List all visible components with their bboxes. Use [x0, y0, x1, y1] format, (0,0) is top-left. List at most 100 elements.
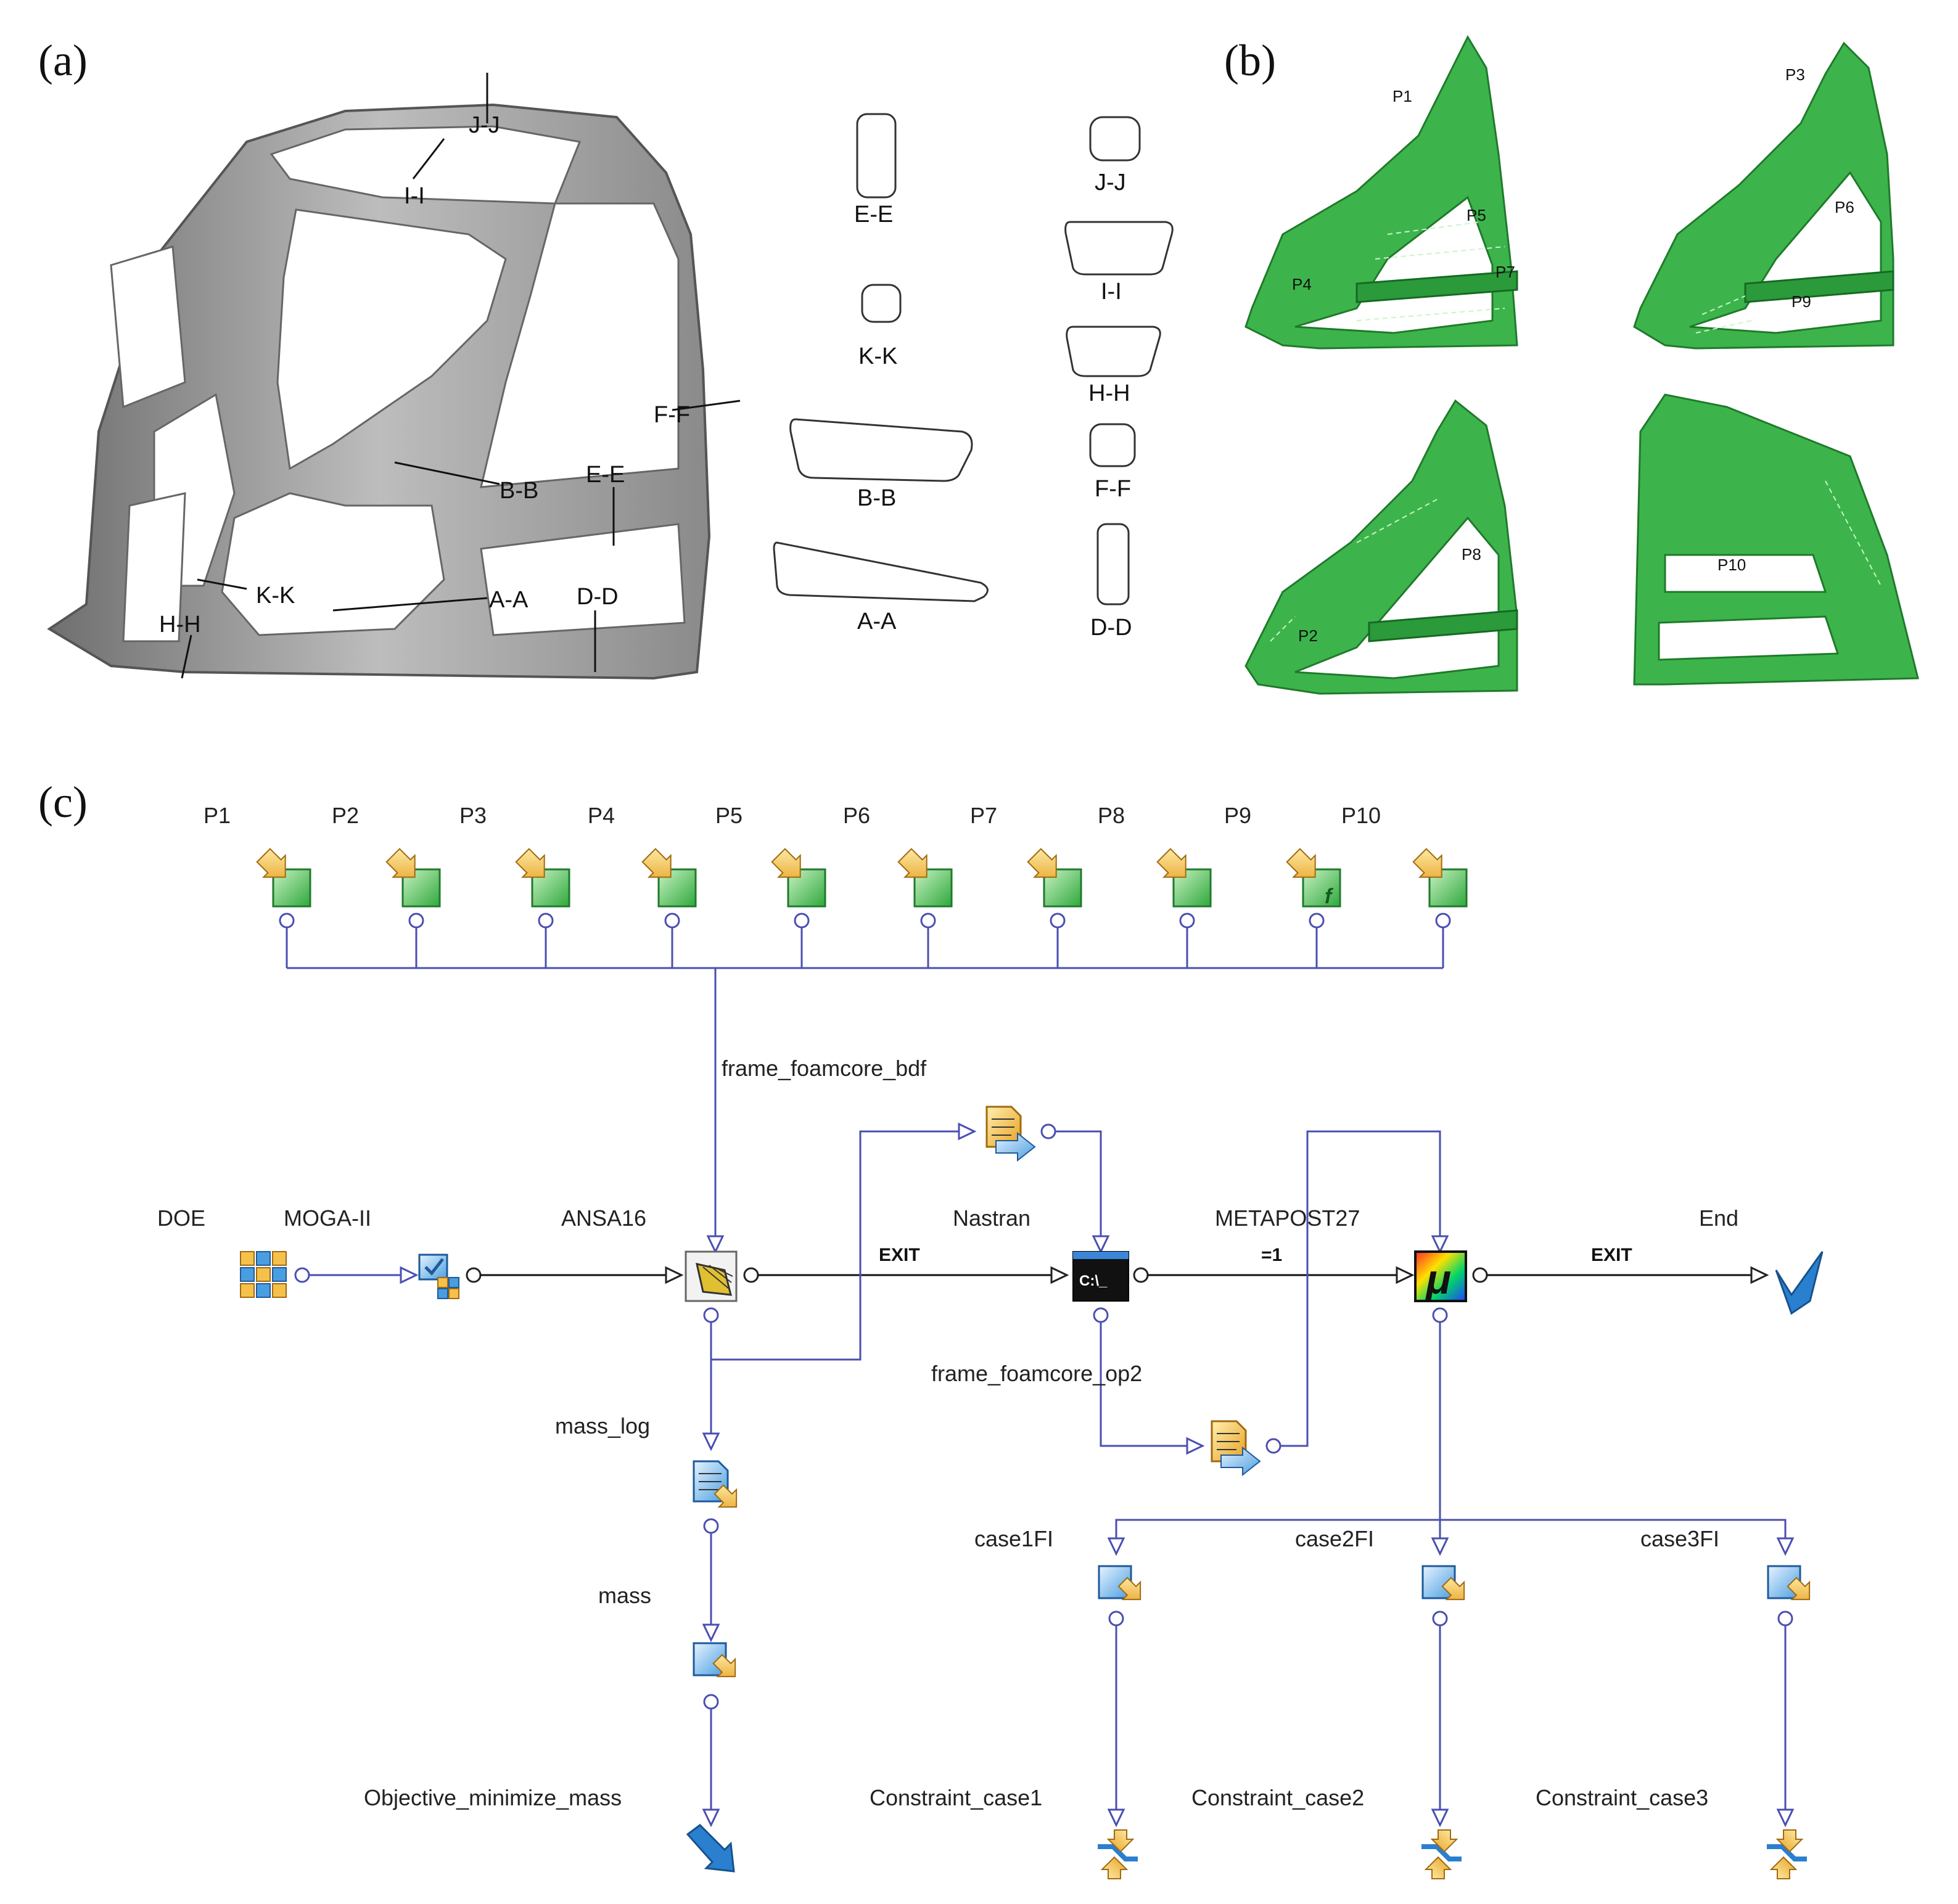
param-node-p6[interactable]: [894, 845, 953, 929]
nastran-bottom-port[interactable]: [1093, 1307, 1109, 1323]
nastran-right-port[interactable]: [1133, 1267, 1149, 1283]
param-node-p3[interactable]: [512, 845, 570, 929]
param-label-p1: P1: [204, 803, 231, 828]
section-label-e: E-E: [586, 462, 625, 488]
param-node-p10[interactable]: [1409, 845, 1468, 929]
mass-log-port[interactable]: [703, 1518, 719, 1534]
op2-to-metapost-arrow: [1431, 1235, 1449, 1254]
parameter-bus: [286, 925, 1444, 1254]
point-label-p2: P2: [1298, 626, 1318, 645]
section-profiles: E-E J-J K-K I-I H-H B-B F-F A-A D-D: [773, 113, 1174, 641]
param-label-p7: P7: [970, 803, 997, 828]
flow-label-exit-1: EXIT: [879, 1245, 920, 1265]
nastran-icon[interactable]: C:\_: [1072, 1251, 1129, 1302]
ansa-right-port[interactable]: [743, 1267, 759, 1283]
param-node-p4[interactable]: [638, 845, 697, 929]
case-labels: case1FI case2FI case3FI: [974, 1526, 1719, 1551]
metapost-icon[interactable]: μ: [1414, 1250, 1467, 1303]
case3-output-node[interactable]: [1767, 1565, 1818, 1608]
profile-f: F-F: [1095, 476, 1131, 502]
param-node-p1[interactable]: [253, 845, 311, 929]
fem-view-top-right: [1633, 41, 1894, 350]
case2-port[interactable]: [1432, 1611, 1448, 1627]
nastran-to-op2-arrow: [1186, 1437, 1205, 1455]
to-constraint2-arrow: [1431, 1808, 1449, 1828]
mass-to-objective-arrow: [702, 1808, 720, 1828]
param-label-p3: P3: [459, 803, 487, 828]
constraint1-icon[interactable]: [1098, 1829, 1138, 1879]
param-node-p2[interactable]: [382, 845, 441, 929]
section-label-f: F-F: [654, 402, 690, 428]
bdf-file-icon[interactable]: [985, 1106, 1036, 1162]
param-node-p5[interactable]: [768, 845, 826, 929]
ansa-to-nastran-arrow: [1050, 1266, 1069, 1284]
node-label-nastran: Nastran: [953, 1205, 1030, 1231]
param-label-p4: P4: [588, 803, 615, 828]
case1-port[interactable]: [1108, 1611, 1124, 1627]
doe-to-moga-arrow: [400, 1266, 419, 1284]
param-node-p9[interactable]: f: [1283, 845, 1341, 929]
constraint-label-2: Constraint_case2: [1191, 1785, 1364, 1810]
param-node-p8[interactable]: [1153, 845, 1212, 929]
panel-c-label: (c): [38, 778, 88, 827]
case-label-3: case3FI: [1640, 1526, 1719, 1551]
point-label-p10: P10: [1717, 556, 1746, 574]
profile-h: H-H: [1088, 380, 1130, 406]
point-label-p6: P6: [1835, 198, 1854, 216]
bdf-file-port[interactable]: [1040, 1123, 1056, 1139]
metapost-bottom-port[interactable]: [1432, 1307, 1448, 1323]
case-label-2: case2FI: [1295, 1526, 1374, 1551]
constraint-label-1: Constraint_case1: [870, 1785, 1042, 1810]
end-checkmark-icon[interactable]: [1775, 1251, 1824, 1315]
ansa-bottom-port[interactable]: [703, 1307, 719, 1323]
moga-port[interactable]: [466, 1267, 482, 1283]
metapost-right-port[interactable]: [1472, 1267, 1488, 1283]
mass-label: mass: [598, 1583, 651, 1608]
case1-output-node[interactable]: [1098, 1565, 1149, 1608]
panel-a-label: (a): [38, 36, 88, 85]
metapost-mu-text: μ: [1425, 1256, 1451, 1303]
ansa-icon[interactable]: [685, 1250, 738, 1302]
param-label-p8: P8: [1098, 803, 1125, 828]
param-nodes: f: [253, 845, 1468, 929]
case3-port[interactable]: [1777, 1611, 1793, 1627]
flow-label-eq1: =1: [1261, 1245, 1282, 1265]
section-label-d: D-D: [577, 584, 619, 610]
doe-port[interactable]: [294, 1267, 310, 1283]
param-label-p5: P5: [715, 803, 742, 828]
nastran-to-metapost-arrow: [1396, 1266, 1415, 1284]
objective-arrow-icon[interactable]: [686, 1824, 735, 1873]
panel-b-label: (b): [1224, 36, 1276, 85]
op2-file-icon[interactable]: [1211, 1420, 1261, 1477]
moga-icon[interactable]: [418, 1254, 459, 1299]
point-label-p4: P4: [1292, 275, 1312, 293]
node-label-doe: DOE: [157, 1205, 205, 1231]
constraint2-icon[interactable]: [1421, 1829, 1462, 1879]
mass-port[interactable]: [703, 1694, 719, 1710]
param-label-p9: P9: [1224, 803, 1251, 828]
fem-point-labels: P1 P5 P7 P4 P3 P6 P9 P8 P2 P10: [1292, 65, 1854, 645]
mass-output-node[interactable]: [693, 1642, 744, 1685]
param-label-p10: P10: [1341, 803, 1381, 828]
doe-icon[interactable]: [240, 1251, 287, 1298]
to-case1-arrow: [1107, 1537, 1125, 1556]
to-case2-arrow: [1431, 1537, 1449, 1556]
point-label-p1: P1: [1392, 87, 1412, 105]
param-node-p7[interactable]: [1024, 845, 1082, 929]
masslog-to-mass-arrow: [702, 1623, 720, 1643]
flow-label-exit-2: EXIT: [1591, 1245, 1632, 1265]
frame-3d-model: [47, 103, 711, 680]
constraint3-icon[interactable]: [1767, 1829, 1807, 1879]
point-label-p7: P7: [1495, 263, 1515, 281]
op2-file-port[interactable]: [1265, 1438, 1281, 1454]
param-labels: P1 P2 P3 P4 P5 P6 P7 P8 P9 P10: [204, 803, 1381, 828]
nastran-prompt-text: C:\_: [1079, 1273, 1108, 1289]
fem-view-bottom-right: [1633, 393, 1919, 686]
ansa-to-bdf-arrow: [958, 1122, 977, 1141]
function-f-icon: f: [1325, 885, 1334, 908]
objective-label: Objective_minimize_mass: [364, 1785, 622, 1810]
mass-log-file-icon[interactable]: [693, 1460, 745, 1516]
section-label-h: H-H: [159, 612, 201, 638]
case2-output-node[interactable]: [1421, 1565, 1473, 1608]
case-label-1: case1FI: [974, 1526, 1053, 1551]
